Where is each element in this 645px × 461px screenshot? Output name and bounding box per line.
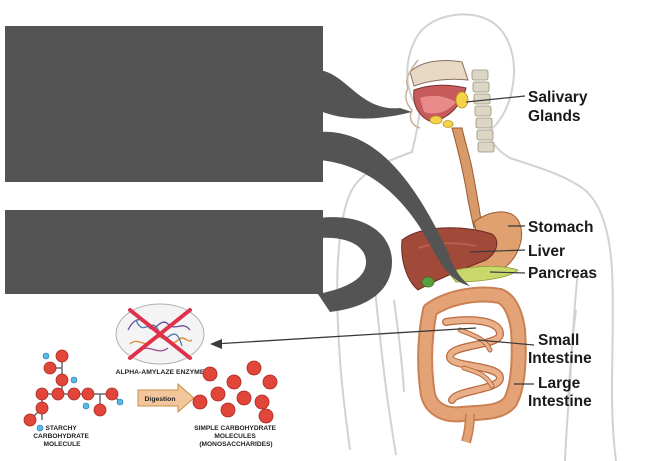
label-small-intestine: Small Intestine [528,332,592,367]
digestion-arrow: Digestion [137,382,195,414]
callout-bottom [5,210,392,312]
leader-lines [465,95,535,385]
small-intestine [442,316,505,404]
inset-pointer [210,327,477,349]
head-anatomy [405,59,495,153]
label-liver: Liver [528,243,565,260]
label-large-intestine: Large Intestine [528,375,592,410]
enzyme-panel: ALPHA-AMYLAZE ENZYME [115,303,205,376]
monosaccharides [192,360,278,424]
arrow-head-icon [210,339,222,349]
digestion-label: Digestion [145,396,176,403]
gallbladder [421,276,435,288]
cross-icon [128,308,192,360]
arrow-right-icon [137,382,195,414]
starch-molecule [23,349,124,432]
pancreas [447,265,519,283]
label-stomach: Stomach [528,219,593,236]
simple-caption: SIMPLE CARBOHYDRATE MOLECULES (MONOSACCH… [194,425,278,448]
salivary-glands [429,91,469,128]
label-salivary-glands: Salivary Glands [528,89,592,125]
esophagus [451,127,483,229]
label-pancreas: Pancreas [528,265,597,282]
callout-top [5,26,470,286]
starch-caption: STARCHY CARBOHYDRATE MOLECULE [33,425,90,448]
large-intestine [417,286,527,444]
enzyme-label: ALPHA-AMYLAZE ENZYME [116,369,205,376]
